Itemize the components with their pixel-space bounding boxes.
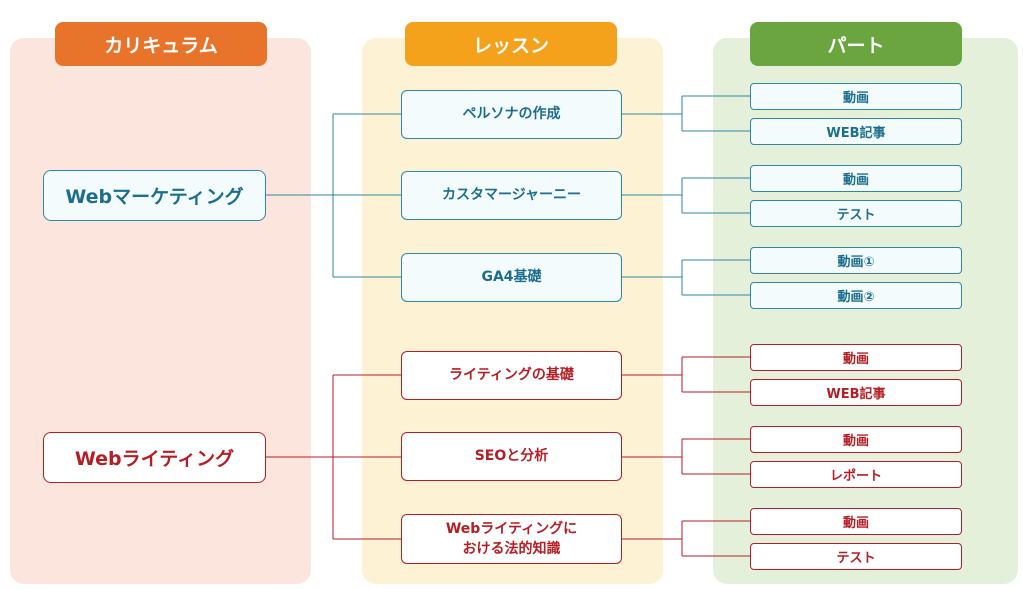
part-video: 動画 xyxy=(750,426,962,453)
lesson-legal-knowledge: Webライティングに おける法的知識 xyxy=(401,514,622,564)
curriculum-web-marketing: Webマーケティング xyxy=(43,170,266,221)
lesson-writing-basics: ライティングの基礎 xyxy=(401,351,622,400)
part-test: テスト xyxy=(750,200,962,227)
part-header: パート xyxy=(750,22,962,66)
part-video: 動画 xyxy=(750,83,962,110)
lesson-persona: ペルソナの作成 xyxy=(401,90,622,139)
part-video: 動画 xyxy=(750,165,962,192)
curriculum-column xyxy=(10,38,311,584)
curriculum-header: カリキュラム xyxy=(55,22,267,66)
part-web-article: WEB記事 xyxy=(750,379,962,406)
part-video-1: 動画① xyxy=(750,247,962,274)
part-video-2: 動画② xyxy=(750,282,962,309)
part-video: 動画 xyxy=(750,344,962,371)
part-web-article: WEB記事 xyxy=(750,118,962,145)
part-video: 動画 xyxy=(750,508,962,535)
part-report: レポート xyxy=(750,461,962,488)
lesson-seo-analysis: SEOと分析 xyxy=(401,432,622,481)
lesson-ga4: GA4基礎 xyxy=(401,253,622,302)
curriculum-web-writing: Webライティング xyxy=(43,432,266,483)
lesson-header: レッスン xyxy=(405,22,617,66)
part-test: テスト xyxy=(750,543,962,570)
lesson-customer-journey: カスタマージャーニー xyxy=(401,171,622,220)
